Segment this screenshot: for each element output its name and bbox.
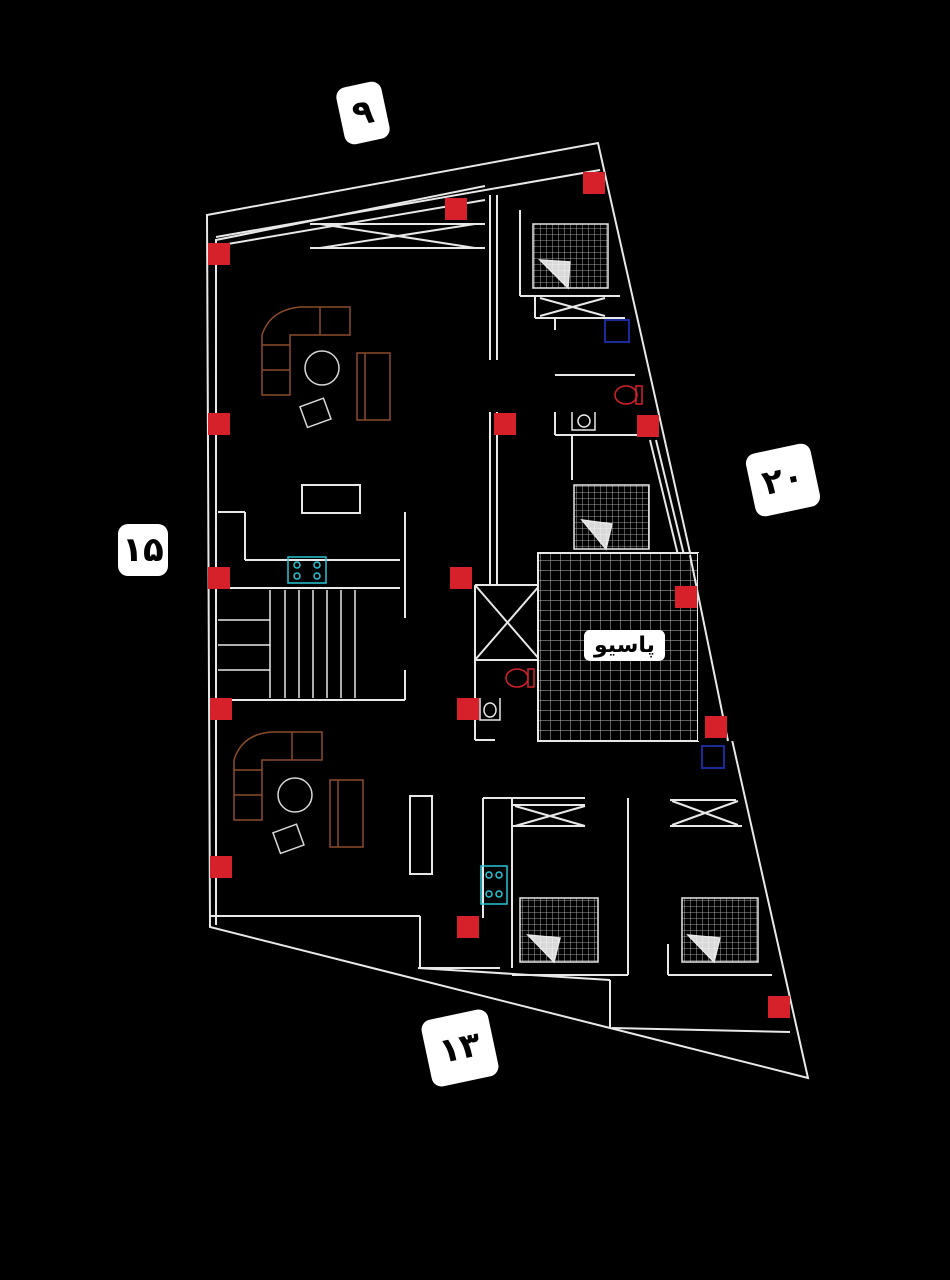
patio-label: پاسیو bbox=[584, 630, 665, 661]
dimension-label-bottom: ۱۳ bbox=[419, 1007, 501, 1089]
stove-icon bbox=[287, 556, 508, 905]
shaft-icon bbox=[604, 319, 725, 769]
structural-columns bbox=[208, 172, 790, 1018]
sink-icon bbox=[479, 412, 596, 721]
bed-1 bbox=[532, 223, 609, 289]
bed-2 bbox=[573, 484, 650, 550]
sofa-set-lower bbox=[233, 731, 364, 855]
bed-4 bbox=[681, 897, 759, 963]
beds bbox=[519, 223, 759, 964]
dimension-label-right: ۲۰ bbox=[744, 441, 822, 519]
toilet-icon bbox=[505, 385, 643, 688]
bed-3 bbox=[519, 897, 599, 963]
sofa-set-upper bbox=[261, 306, 391, 429]
dimension-label-left: ۱۵ bbox=[118, 524, 168, 576]
staircase bbox=[218, 590, 356, 698]
